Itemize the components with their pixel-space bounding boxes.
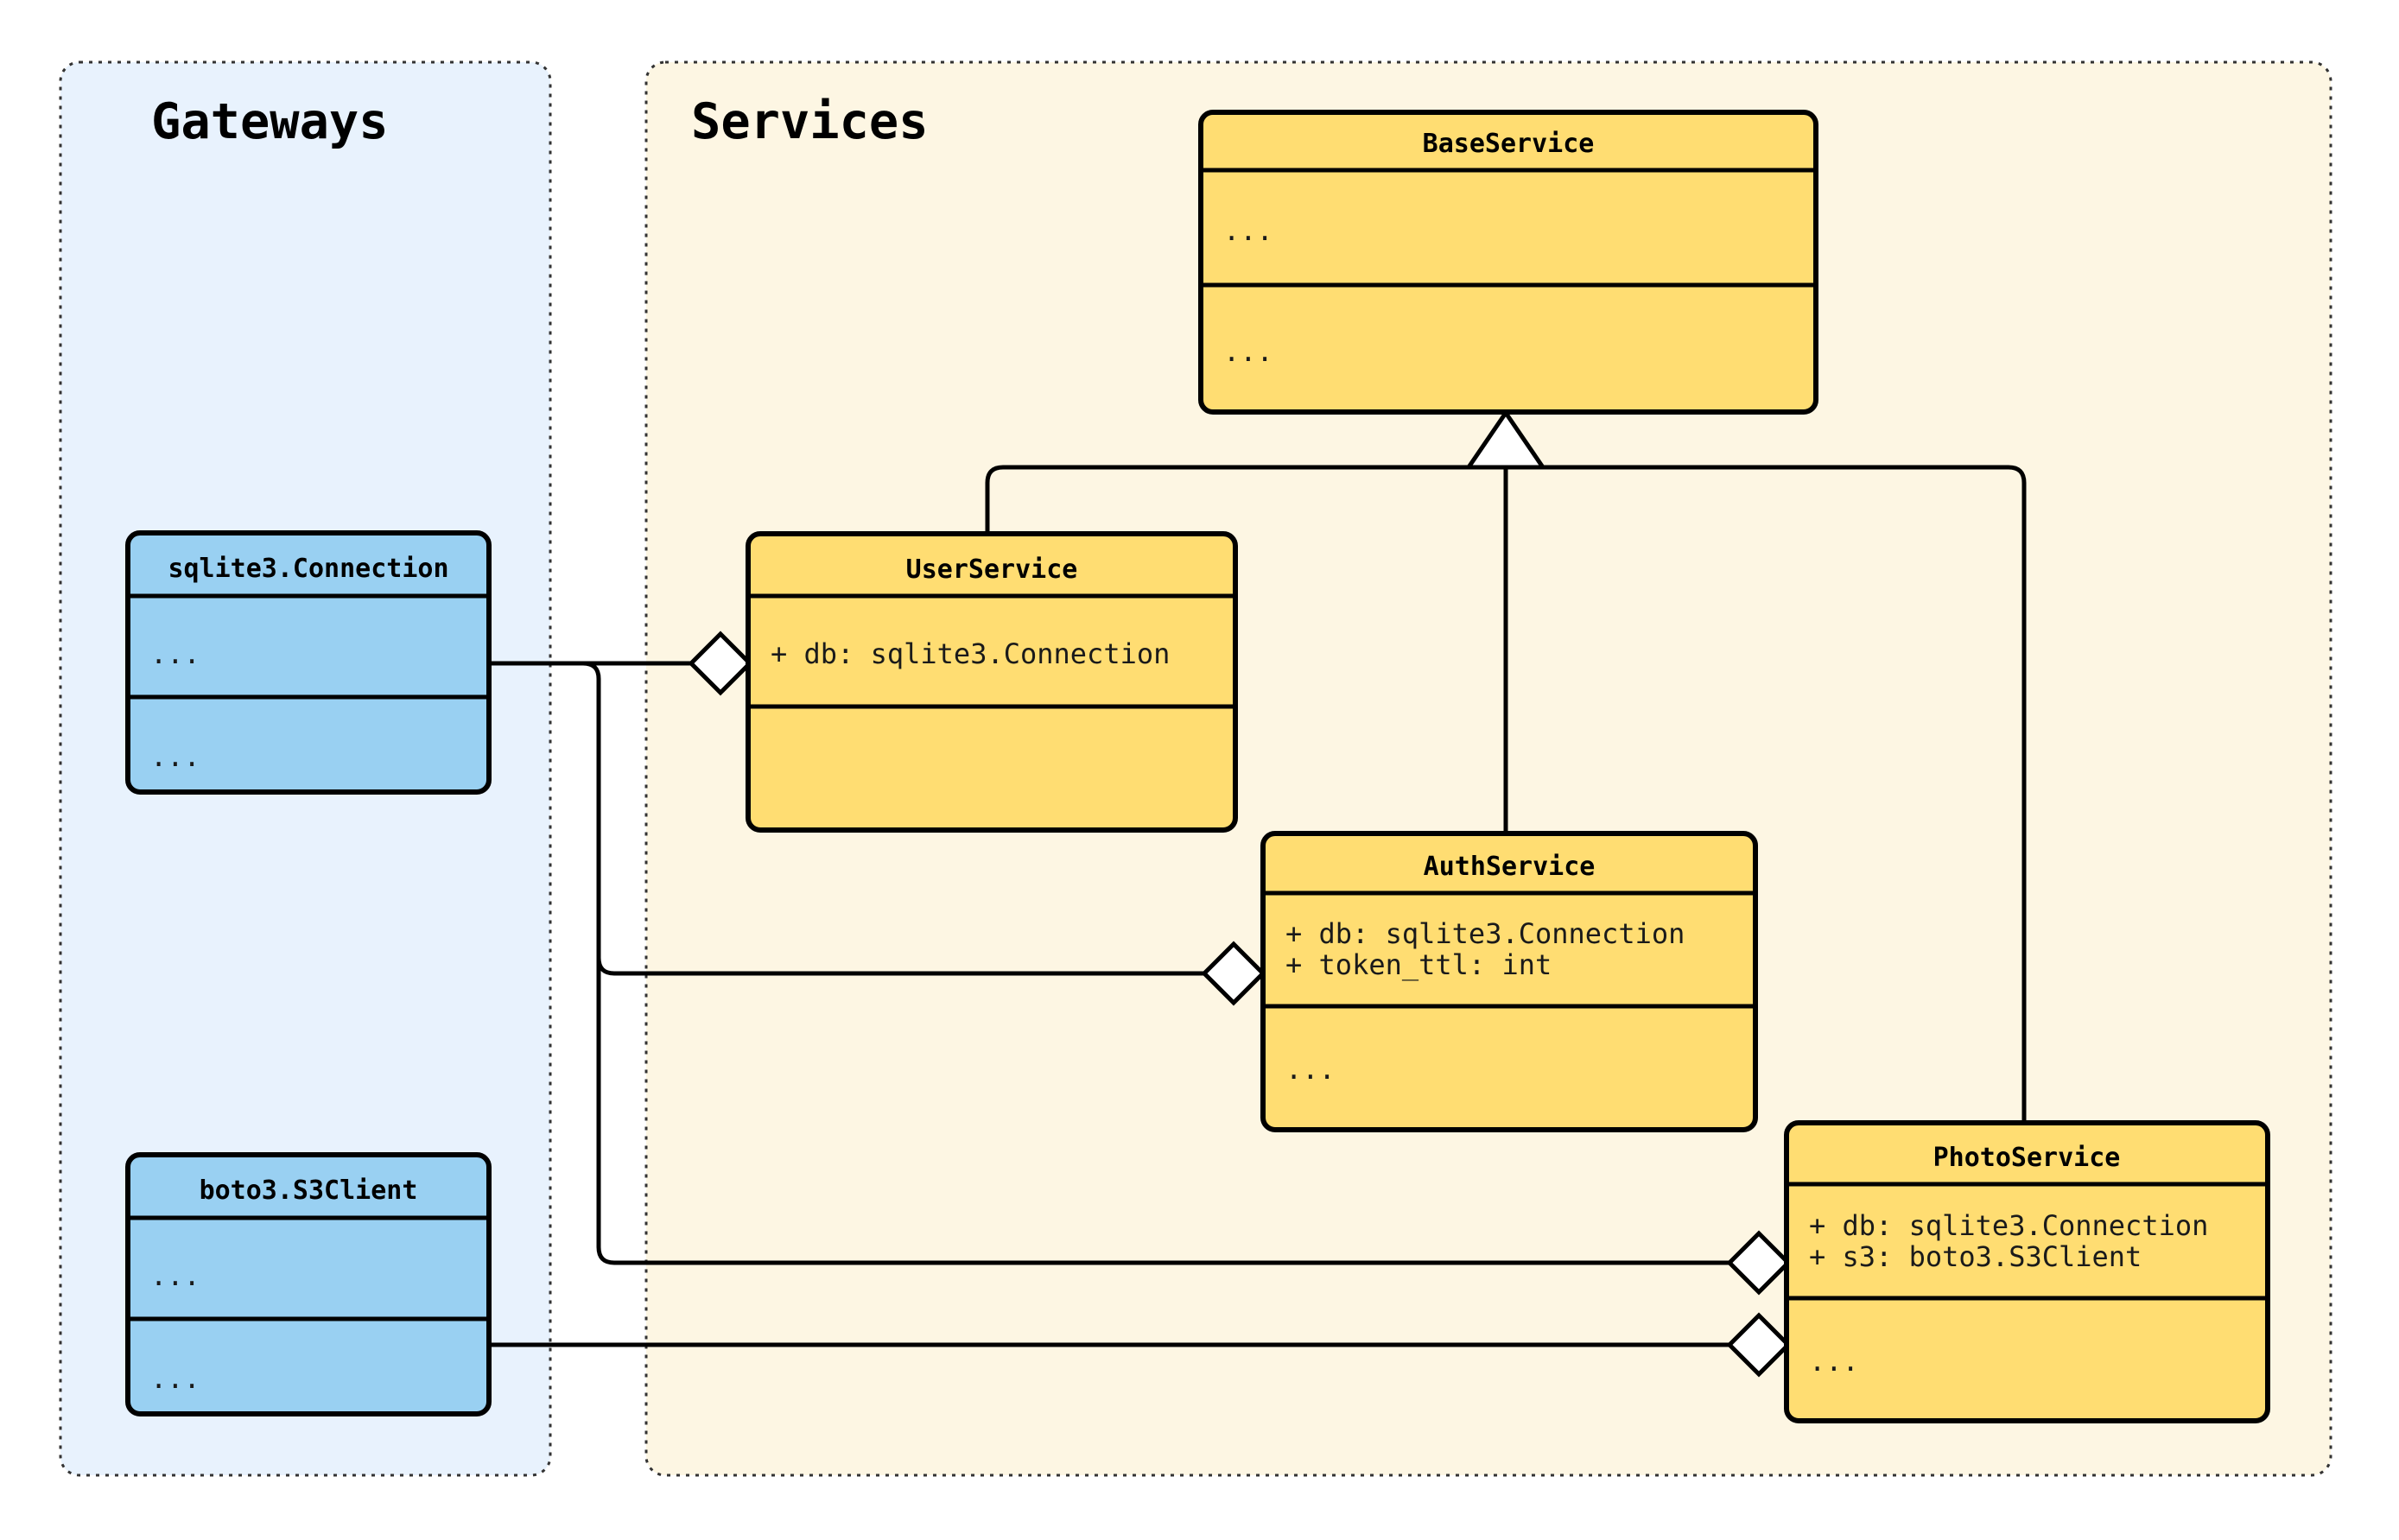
class-boto3-s3client-attribute-0: ...: [150, 1259, 200, 1292]
class-sqlite3-connection-name: sqlite3.Connection: [168, 554, 448, 584]
package-gateways-title: Gateways: [151, 93, 389, 150]
class-box-photoservice[interactable]: PhotoService + db: sqlite3.Connection + …: [1784, 1120, 2270, 1423]
class-box-userservice[interactable]: UserService + db: sqlite3.Connection: [746, 531, 1238, 833]
class-authservice-frame: [1260, 831, 1758, 1132]
class-authservice-attribute-0: + db: sqlite3.Connection: [1285, 917, 1685, 950]
class-box-boto3-s3client[interactable]: boto3.S3Client ... ...: [125, 1152, 492, 1416]
class-boto3-s3client-name: boto3.S3Client: [200, 1176, 418, 1206]
edge-generalization-drop-user[interactable]: [985, 465, 1004, 534]
class-photoservice-name: PhotoService: [1933, 1143, 2121, 1173]
class-authservice-attribute-1: + token_ttl: int: [1285, 948, 1552, 981]
class-box-authservice[interactable]: AuthService + db: sqlite3.Connection + t…: [1260, 831, 1758, 1132]
class-sqlite3-connection-method-0: ...: [150, 740, 200, 773]
class-authservice-method-0: ...: [1285, 1053, 1336, 1086]
package-services-title: Services: [691, 93, 929, 150]
edge-aggregation-sqlite-auth-branch[interactable]: [596, 957, 1204, 976]
class-boto3-s3client-method-0: ...: [150, 1362, 200, 1395]
generalization-hollow-triangle-icon: [1464, 409, 1547, 470]
class-photoservice-attribute-1: + s3: boto3.S3Client: [1809, 1240, 2142, 1273]
class-userservice-frame: [746, 531, 1238, 833]
class-baseservice-name: BaseService: [1423, 129, 1595, 159]
edge-generalization-drop-photo[interactable]: [2008, 465, 2027, 1123]
class-baseservice-frame: [1198, 110, 1818, 415]
class-box-baseservice[interactable]: BaseService ... ...: [1198, 110, 1818, 415]
class-photoservice-attribute-0: + db: sqlite3.Connection: [1809, 1209, 2208, 1242]
class-box-sqlite3-connection[interactable]: sqlite3.Connection ... ...: [125, 530, 492, 795]
class-photoservice-frame: [1784, 1120, 2270, 1423]
relationship-edges: [489, 465, 2027, 1347]
class-photoservice-method-0: ...: [1809, 1345, 1859, 1378]
class-baseservice-attribute-0: ...: [1223, 214, 1273, 247]
class-authservice-name: AuthService: [1424, 852, 1596, 882]
class-sqlite3-connection-attribute-0: ...: [150, 637, 200, 670]
class-userservice-name: UserService: [906, 555, 1078, 585]
class-baseservice-method-0: ...: [1223, 335, 1273, 368]
class-userservice-attribute-0: + db: sqlite3.Connection: [771, 637, 1170, 670]
